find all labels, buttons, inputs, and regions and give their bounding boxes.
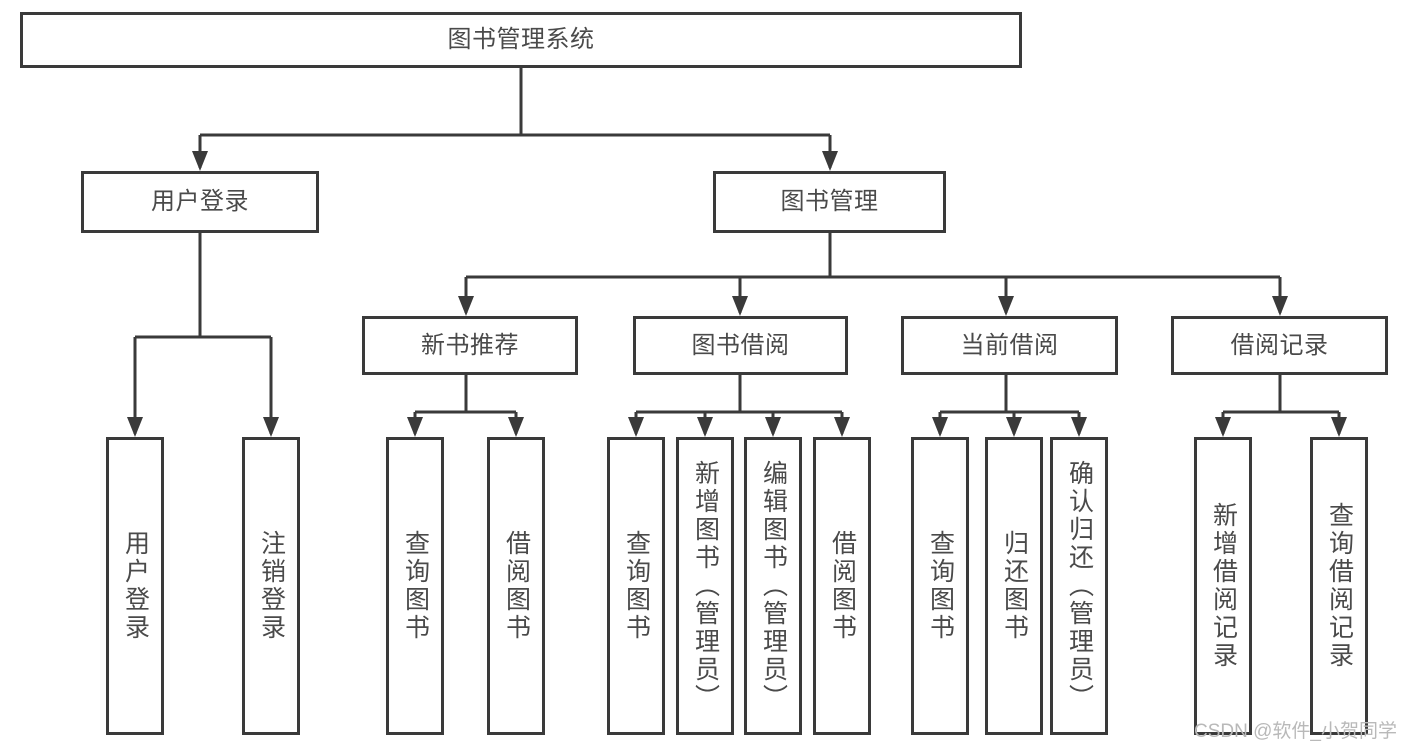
arrowhead-l3b-to-leaf1 — [628, 417, 644, 437]
node-root-图书管理系统[interactable]: 图书管理系统 — [20, 12, 1022, 68]
node-leaf-edit-book-label: 编辑图书（管理员） — [759, 460, 788, 712]
arrowhead-l3c-to-leaf3 — [1071, 417, 1087, 437]
node-new-book-recommend-label: 新书推荐 — [421, 331, 519, 359]
node-root-图书管理系统-label: 图书管理系统 — [447, 26, 595, 54]
arrowhead-user-login-to-leaf2 — [263, 417, 279, 437]
node-leaf-return-book-label: 归还图书 — [1000, 530, 1029, 642]
arrowhead-l3c-to-leaf1 — [932, 417, 948, 437]
node-leaf-query-borrow-record[interactable]: 查询借阅记录 — [1310, 437, 1368, 735]
watermark: CSDN @软件_小贺同学 — [1194, 721, 1397, 742]
node-leaf-user-login[interactable]: 用户登录 — [106, 437, 164, 735]
arrowhead-l3d-to-leaf2 — [1331, 417, 1347, 437]
arrowhead-l3b-to-leaf3 — [765, 417, 781, 437]
node-borrow-record-label: 借阅记录 — [1230, 331, 1329, 359]
node-current-borrow[interactable]: 当前借阅 — [901, 316, 1118, 375]
arrowhead-l3c-to-leaf2 — [1006, 417, 1022, 437]
node-book-manage-label: 图书管理 — [780, 188, 879, 216]
node-leaf-add-borrow-record[interactable]: 新增借阅记录 — [1194, 437, 1252, 735]
node-leaf-query-book-1[interactable]: 查询图书 — [386, 437, 444, 735]
node-leaf-query-book-2[interactable]: 查询图书 — [607, 437, 665, 735]
node-user-login-label: 用户登录 — [151, 188, 249, 216]
node-leaf-borrow-book-2[interactable]: 借阅图书 — [813, 437, 871, 735]
node-leaf-borrow-book-1[interactable]: 借阅图书 — [487, 437, 545, 735]
node-leaf-logout-login-label: 注销登录 — [257, 530, 286, 642]
arrowhead-l3d-to-leaf1 — [1215, 417, 1231, 437]
node-current-borrow-label: 当前借阅 — [960, 331, 1059, 359]
node-borrow-record[interactable]: 借阅记录 — [1171, 316, 1388, 375]
node-leaf-logout-login[interactable]: 注销登录 — [242, 437, 300, 735]
arrowhead-l3b-to-leaf4 — [834, 417, 850, 437]
node-new-book-recommend[interactable]: 新书推荐 — [362, 316, 578, 375]
node-leaf-confirm-return-label: 确认归还（管理员） — [1065, 460, 1094, 712]
arrowhead-book-manage-to-l3a — [458, 296, 474, 316]
arrowhead-root-to-user-login — [192, 151, 208, 171]
arrowhead-user-login-to-leaf1 — [127, 417, 143, 437]
node-leaf-add-borrow-record-label: 新增借阅记录 — [1209, 502, 1238, 670]
arrowhead-l3b-to-leaf2 — [697, 417, 713, 437]
arrowhead-book-manage-to-l3d — [1272, 296, 1288, 316]
arrowhead-l3a-to-leaf1 — [407, 417, 423, 437]
node-leaf-edit-book[interactable]: 编辑图书（管理员） — [744, 437, 802, 735]
node-leaf-query-book-3-label: 查询图书 — [926, 530, 955, 642]
node-leaf-add-book[interactable]: 新增图书（管理员） — [676, 437, 734, 735]
arrowhead-book-manage-to-l3c — [998, 296, 1014, 316]
node-leaf-query-book-1-label: 查询图书 — [401, 530, 430, 642]
node-leaf-return-book[interactable]: 归还图书 — [985, 437, 1043, 735]
node-leaf-user-login-label: 用户登录 — [121, 530, 150, 642]
node-leaf-borrow-book-1-label: 借阅图书 — [502, 530, 531, 642]
node-leaf-add-book-label: 新增图书（管理员） — [691, 460, 720, 712]
arrowhead-l3a-to-leaf2 — [508, 417, 524, 437]
node-leaf-query-borrow-record-label: 查询借阅记录 — [1325, 502, 1354, 670]
arrowhead-root-to-book-manage — [822, 151, 838, 171]
node-leaf-query-book-3[interactable]: 查询图书 — [911, 437, 969, 735]
arrowhead-book-manage-to-l3b — [732, 296, 748, 316]
node-leaf-query-book-2-label: 查询图书 — [622, 530, 651, 642]
node-book-borrow[interactable]: 图书借阅 — [633, 316, 848, 375]
node-leaf-confirm-return[interactable]: 确认归还（管理员） — [1050, 437, 1108, 735]
node-book-borrow-label: 图书借阅 — [691, 331, 790, 359]
node-book-manage[interactable]: 图书管理 — [713, 171, 946, 233]
node-leaf-borrow-book-2-label: 借阅图书 — [828, 530, 857, 642]
node-user-login[interactable]: 用户登录 — [81, 171, 319, 233]
